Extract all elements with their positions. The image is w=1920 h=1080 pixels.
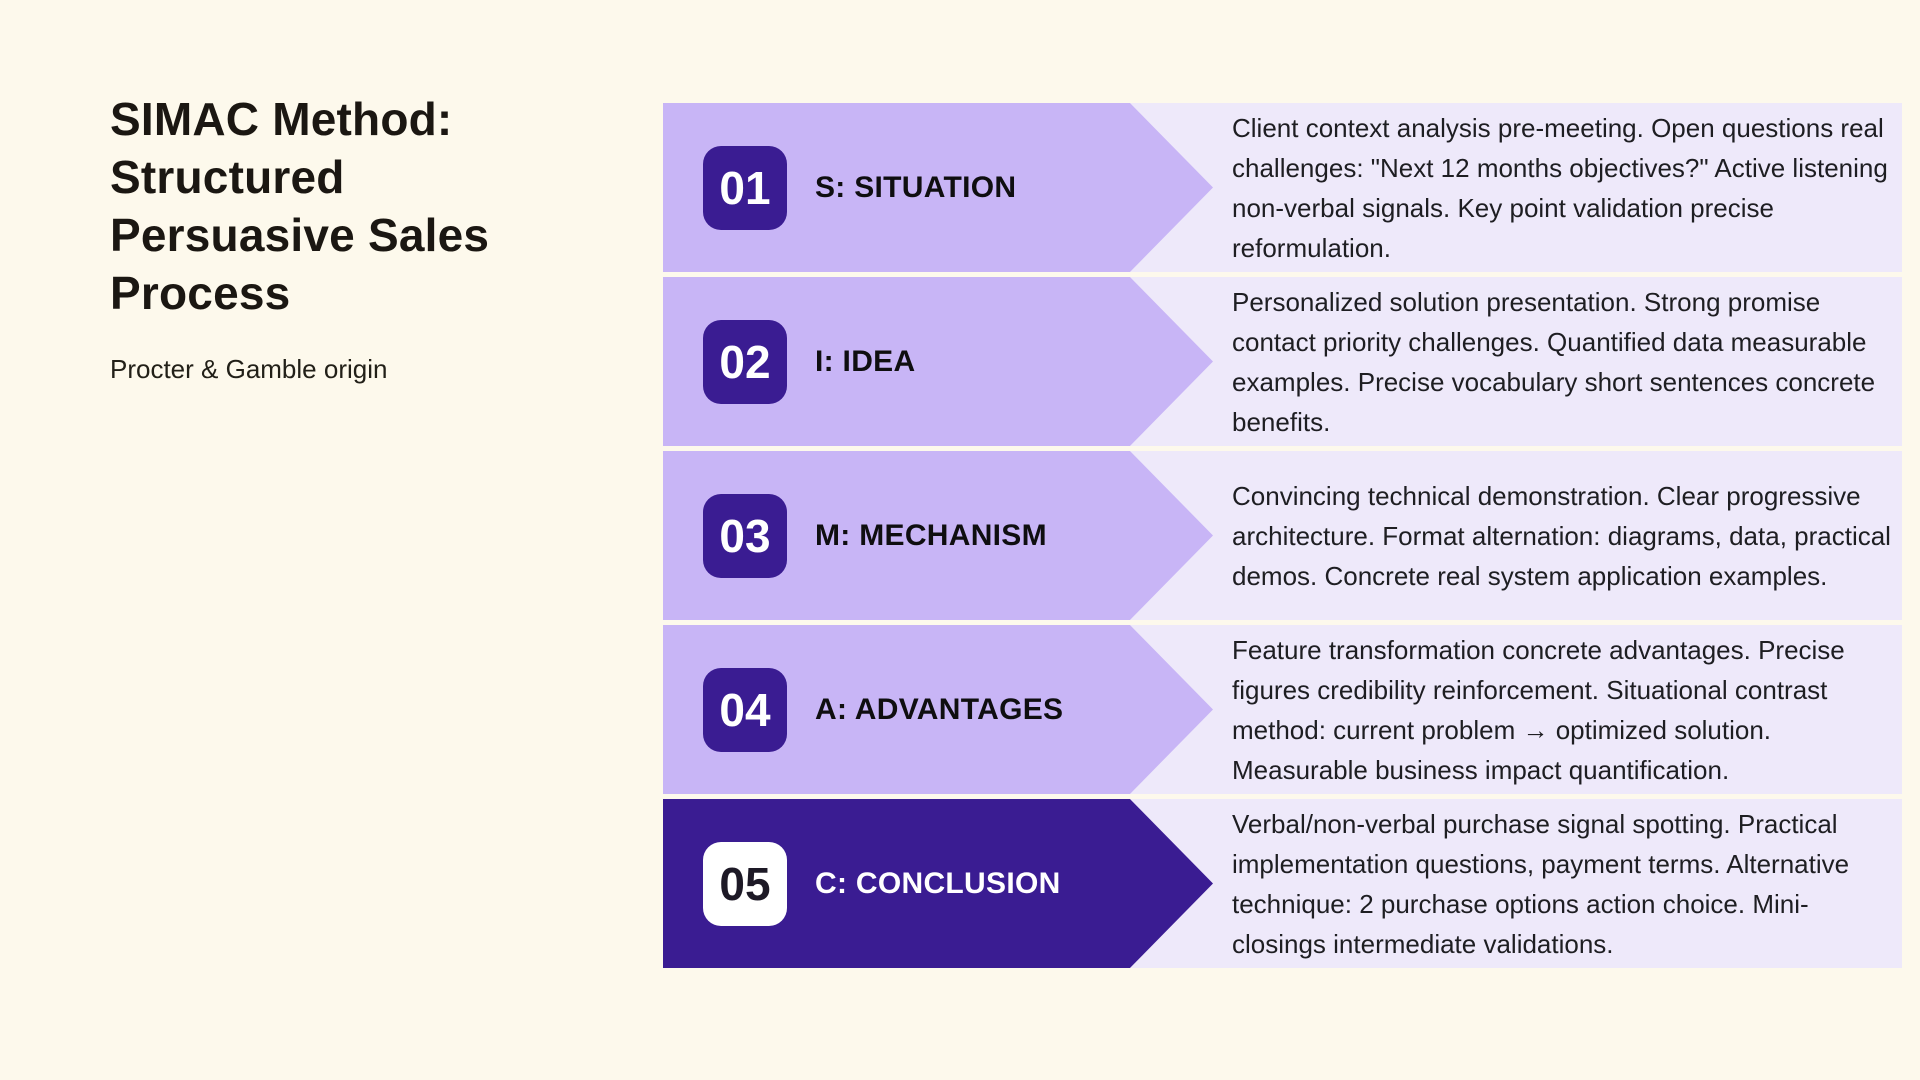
step-row-situation: 01 S: SITUATION Client context analysis …: [663, 103, 1902, 272]
page-title-line: Structured: [110, 151, 345, 203]
step-arrow: 04 A: ADVANTAGES: [663, 625, 1213, 794]
step-number-badge: 03: [703, 493, 787, 578]
step-arrow: 01 S: SITUATION: [663, 103, 1213, 272]
step-description-panel: [1130, 451, 1902, 620]
step-description-panel: [1130, 103, 1902, 272]
step-description: Verbal/non-verbal purchase signal spotti…: [1232, 808, 1850, 959]
step-description-panel: [1130, 799, 1902, 968]
step-description: Personalized solution presentation. Stro…: [1232, 286, 1876, 437]
step-description: Feature transformation concrete advantag…: [1232, 634, 1845, 785]
step-label: I: IDEA: [815, 344, 916, 378]
step-description: Convincing technical demonstration. Clea…: [1232, 480, 1891, 591]
step-label: C: CONCLUSION: [815, 866, 1061, 900]
step-number-badge: 05: [703, 841, 787, 926]
step-label: M: MECHANISM: [815, 518, 1047, 552]
step-arrow: 05 C: CONCLUSION: [663, 799, 1213, 968]
step-label: A: ADVANTAGES: [815, 692, 1064, 726]
page-title-line: SIMAC Method:: [110, 93, 453, 145]
step-description: Client context analysis pre-meeting. Ope…: [1232, 112, 1888, 263]
step-arrow: 03 M: MECHANISM: [663, 451, 1213, 620]
step-number-badge: 02: [703, 319, 787, 404]
page-title-line: Process: [110, 267, 291, 319]
step-row-mechanism: 03 M: MECHANISM Convincing technical dem…: [663, 451, 1902, 620]
step-row-advantages: 04 A: ADVANTAGES Feature transformation …: [663, 625, 1902, 794]
page-title-line: Persuasive Sales: [110, 209, 490, 261]
step-number-badge: 01: [703, 145, 787, 230]
step-row-conclusion: 05 C: CONCLUSION Verbal/non-verbal purch…: [663, 799, 1902, 968]
step-row-idea: 02 I: IDEA Personalized solution present…: [663, 277, 1902, 446]
diagram-header: SIMAC Method: Structured Persuasive Sale…: [110, 90, 540, 385]
step-description-panel: [1130, 625, 1902, 794]
step-arrow: 02 I: IDEA: [663, 277, 1213, 446]
page-subtitle: Procter & Gamble origin: [110, 354, 388, 384]
step-description-panel: [1130, 277, 1902, 446]
step-number-badge: 04: [703, 667, 787, 752]
step-label: S: SITUATION: [815, 170, 1017, 204]
